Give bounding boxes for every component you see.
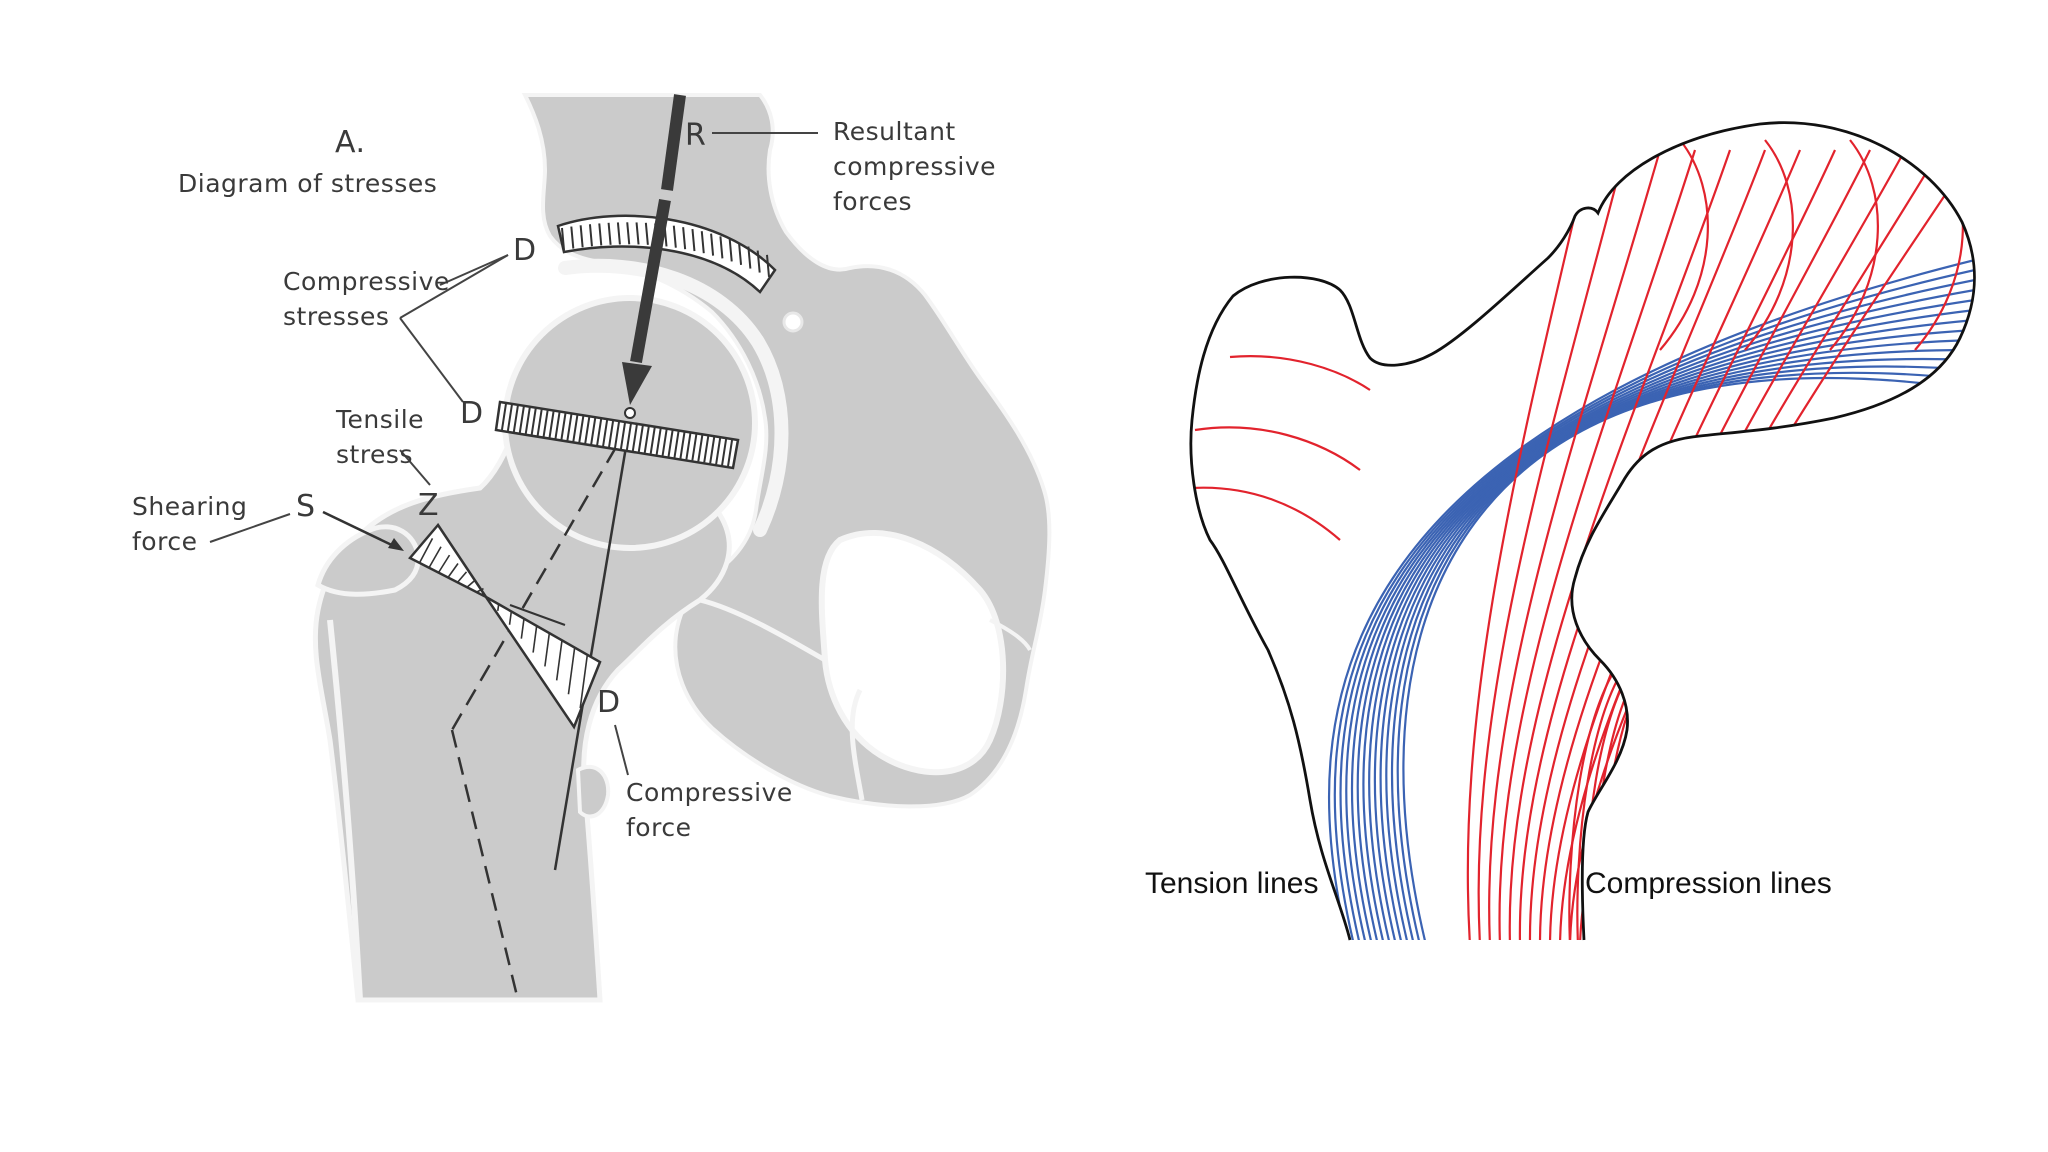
tension-lines-group bbox=[1327, 258, 1975, 940]
marker-z: Z bbox=[418, 488, 439, 523]
marker-r: R bbox=[685, 118, 706, 153]
compressive-stresses-label-line1: Compressive bbox=[283, 267, 450, 296]
resultant-label-line1: Resultant bbox=[833, 117, 956, 146]
tension-lines-label: Tension lines bbox=[1145, 867, 1318, 900]
panel-letter: A. bbox=[335, 125, 366, 160]
compressive-force-label-line1: Compressive bbox=[626, 778, 793, 807]
femur-outline bbox=[1189, 121, 1976, 941]
shearing-force-arrow bbox=[322, 510, 404, 551]
compressive-force-label-line2: force bbox=[626, 813, 691, 842]
trabecular-line-field bbox=[1191, 139, 1975, 940]
shearing-label-line2: force bbox=[132, 527, 197, 556]
resultant-label-line3: forces bbox=[833, 187, 912, 216]
diagram-title: Diagram of stresses bbox=[178, 169, 437, 198]
femur-axis-lines bbox=[450, 422, 632, 1001]
marker-s: S bbox=[296, 489, 316, 524]
tensile-label-line2: stress bbox=[336, 440, 413, 469]
trabecular-lines-femur: Tension lines Compression lines bbox=[1145, 121, 1976, 941]
resultant-force-arrow bbox=[622, 94, 686, 419]
tensile-label-line1: Tensile bbox=[335, 405, 424, 434]
marker-d-bottom: D bbox=[597, 685, 621, 720]
tensile-stress-triangles bbox=[408, 522, 602, 730]
stress-diagram-hip: A. Diagram of stresses R Resultant compr… bbox=[132, 93, 1052, 1003]
shearing-label-line1: Shearing bbox=[132, 492, 247, 521]
compression-lines-label: Compression lines bbox=[1585, 867, 1832, 900]
compressive-stress-band-middle bbox=[494, 400, 740, 470]
compressive-stresses-label-line2: stresses bbox=[283, 302, 389, 331]
resultant-label-line2: compressive bbox=[833, 152, 996, 181]
marker-d-middle: D bbox=[460, 396, 484, 431]
compression-lines-group bbox=[1191, 139, 1975, 940]
marker-d-top: D bbox=[513, 233, 537, 268]
